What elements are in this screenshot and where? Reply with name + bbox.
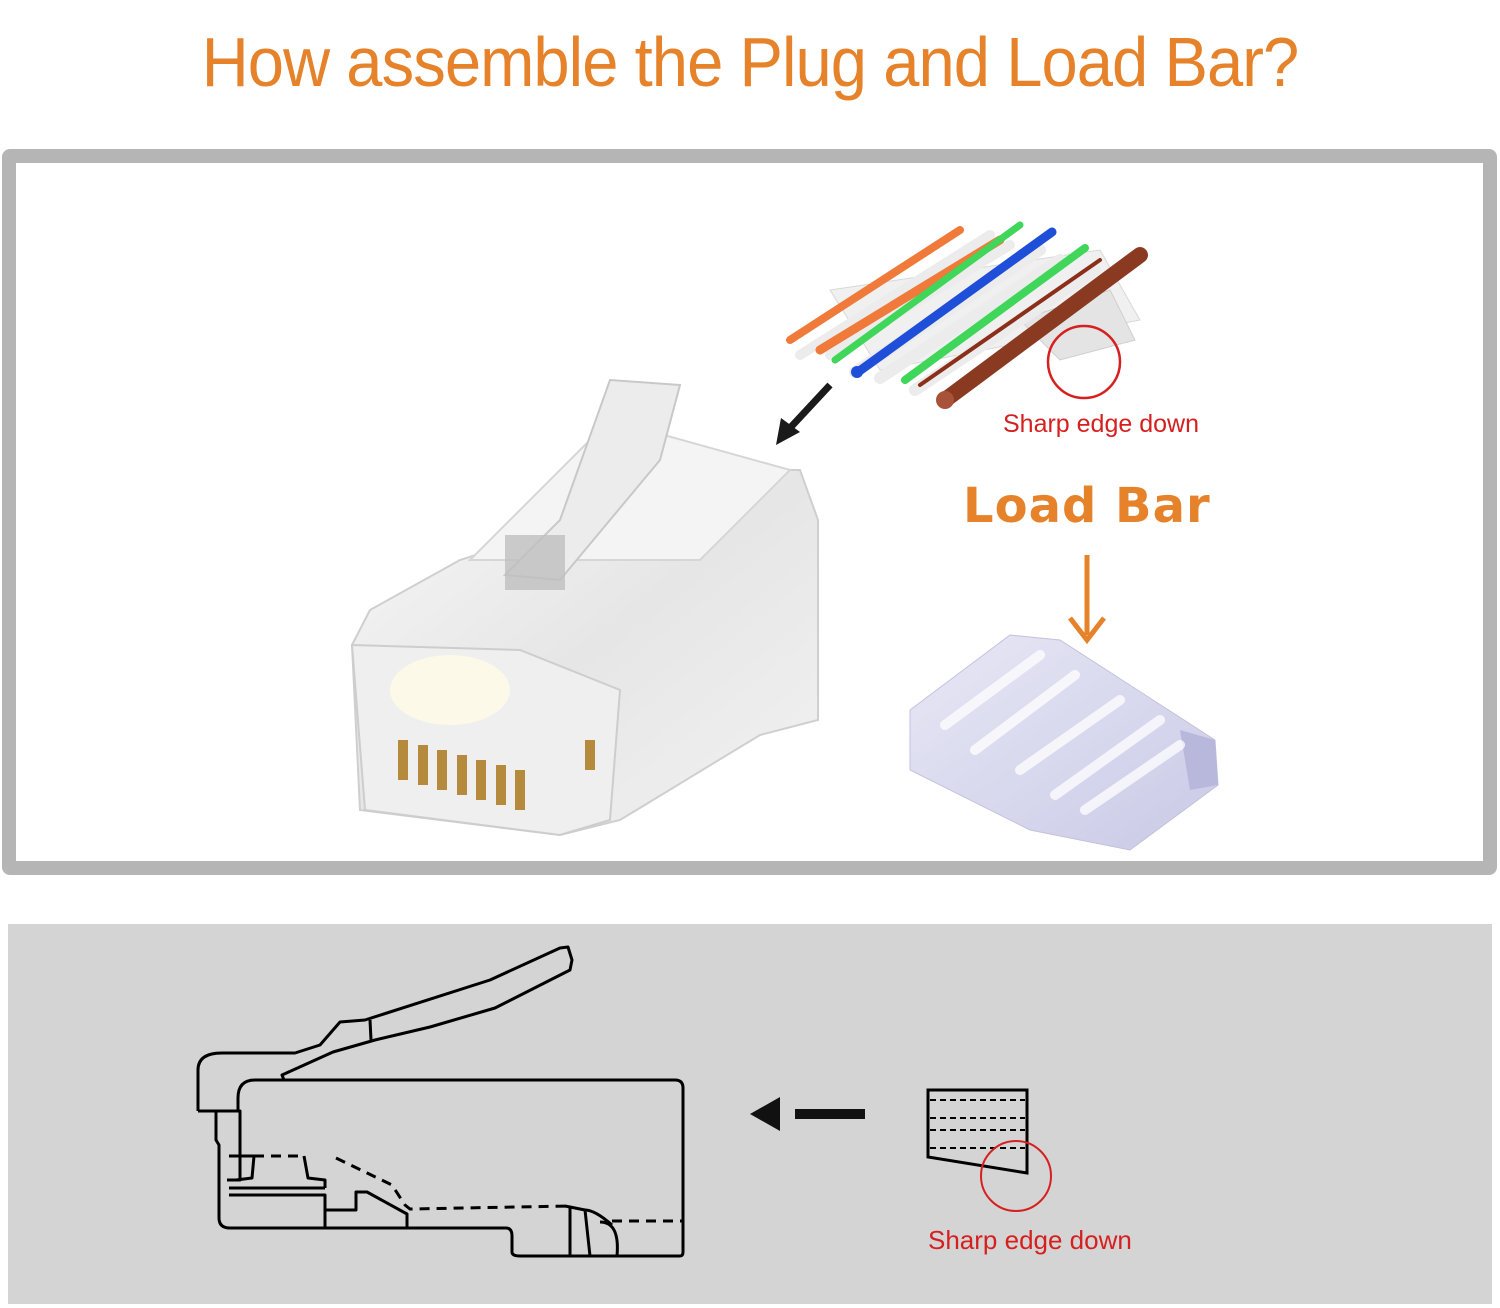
sharp-edge-note-top: Sharp edge down bbox=[1003, 410, 1199, 438]
down-arrow-icon bbox=[1068, 555, 1106, 645]
highlight-circle-icon bbox=[1046, 324, 1122, 400]
plug-contacts bbox=[398, 740, 595, 810]
load-bar-label: Load Bar bbox=[963, 478, 1211, 534]
top-illustration bbox=[350, 221, 1219, 851]
page-title: How assemble the Plug and Load Bar? bbox=[201, 23, 1300, 101]
wires-in-load-bar-icon bbox=[786, 221, 1148, 409]
rj45-plug-icon bbox=[350, 378, 819, 837]
insert-arrow-icon bbox=[776, 382, 833, 445]
side-view-diagram-panel bbox=[8, 924, 1492, 1304]
load-bar-icon bbox=[909, 634, 1219, 851]
sharp-edge-note-bottom: Sharp edge down bbox=[928, 1225, 1132, 1255]
